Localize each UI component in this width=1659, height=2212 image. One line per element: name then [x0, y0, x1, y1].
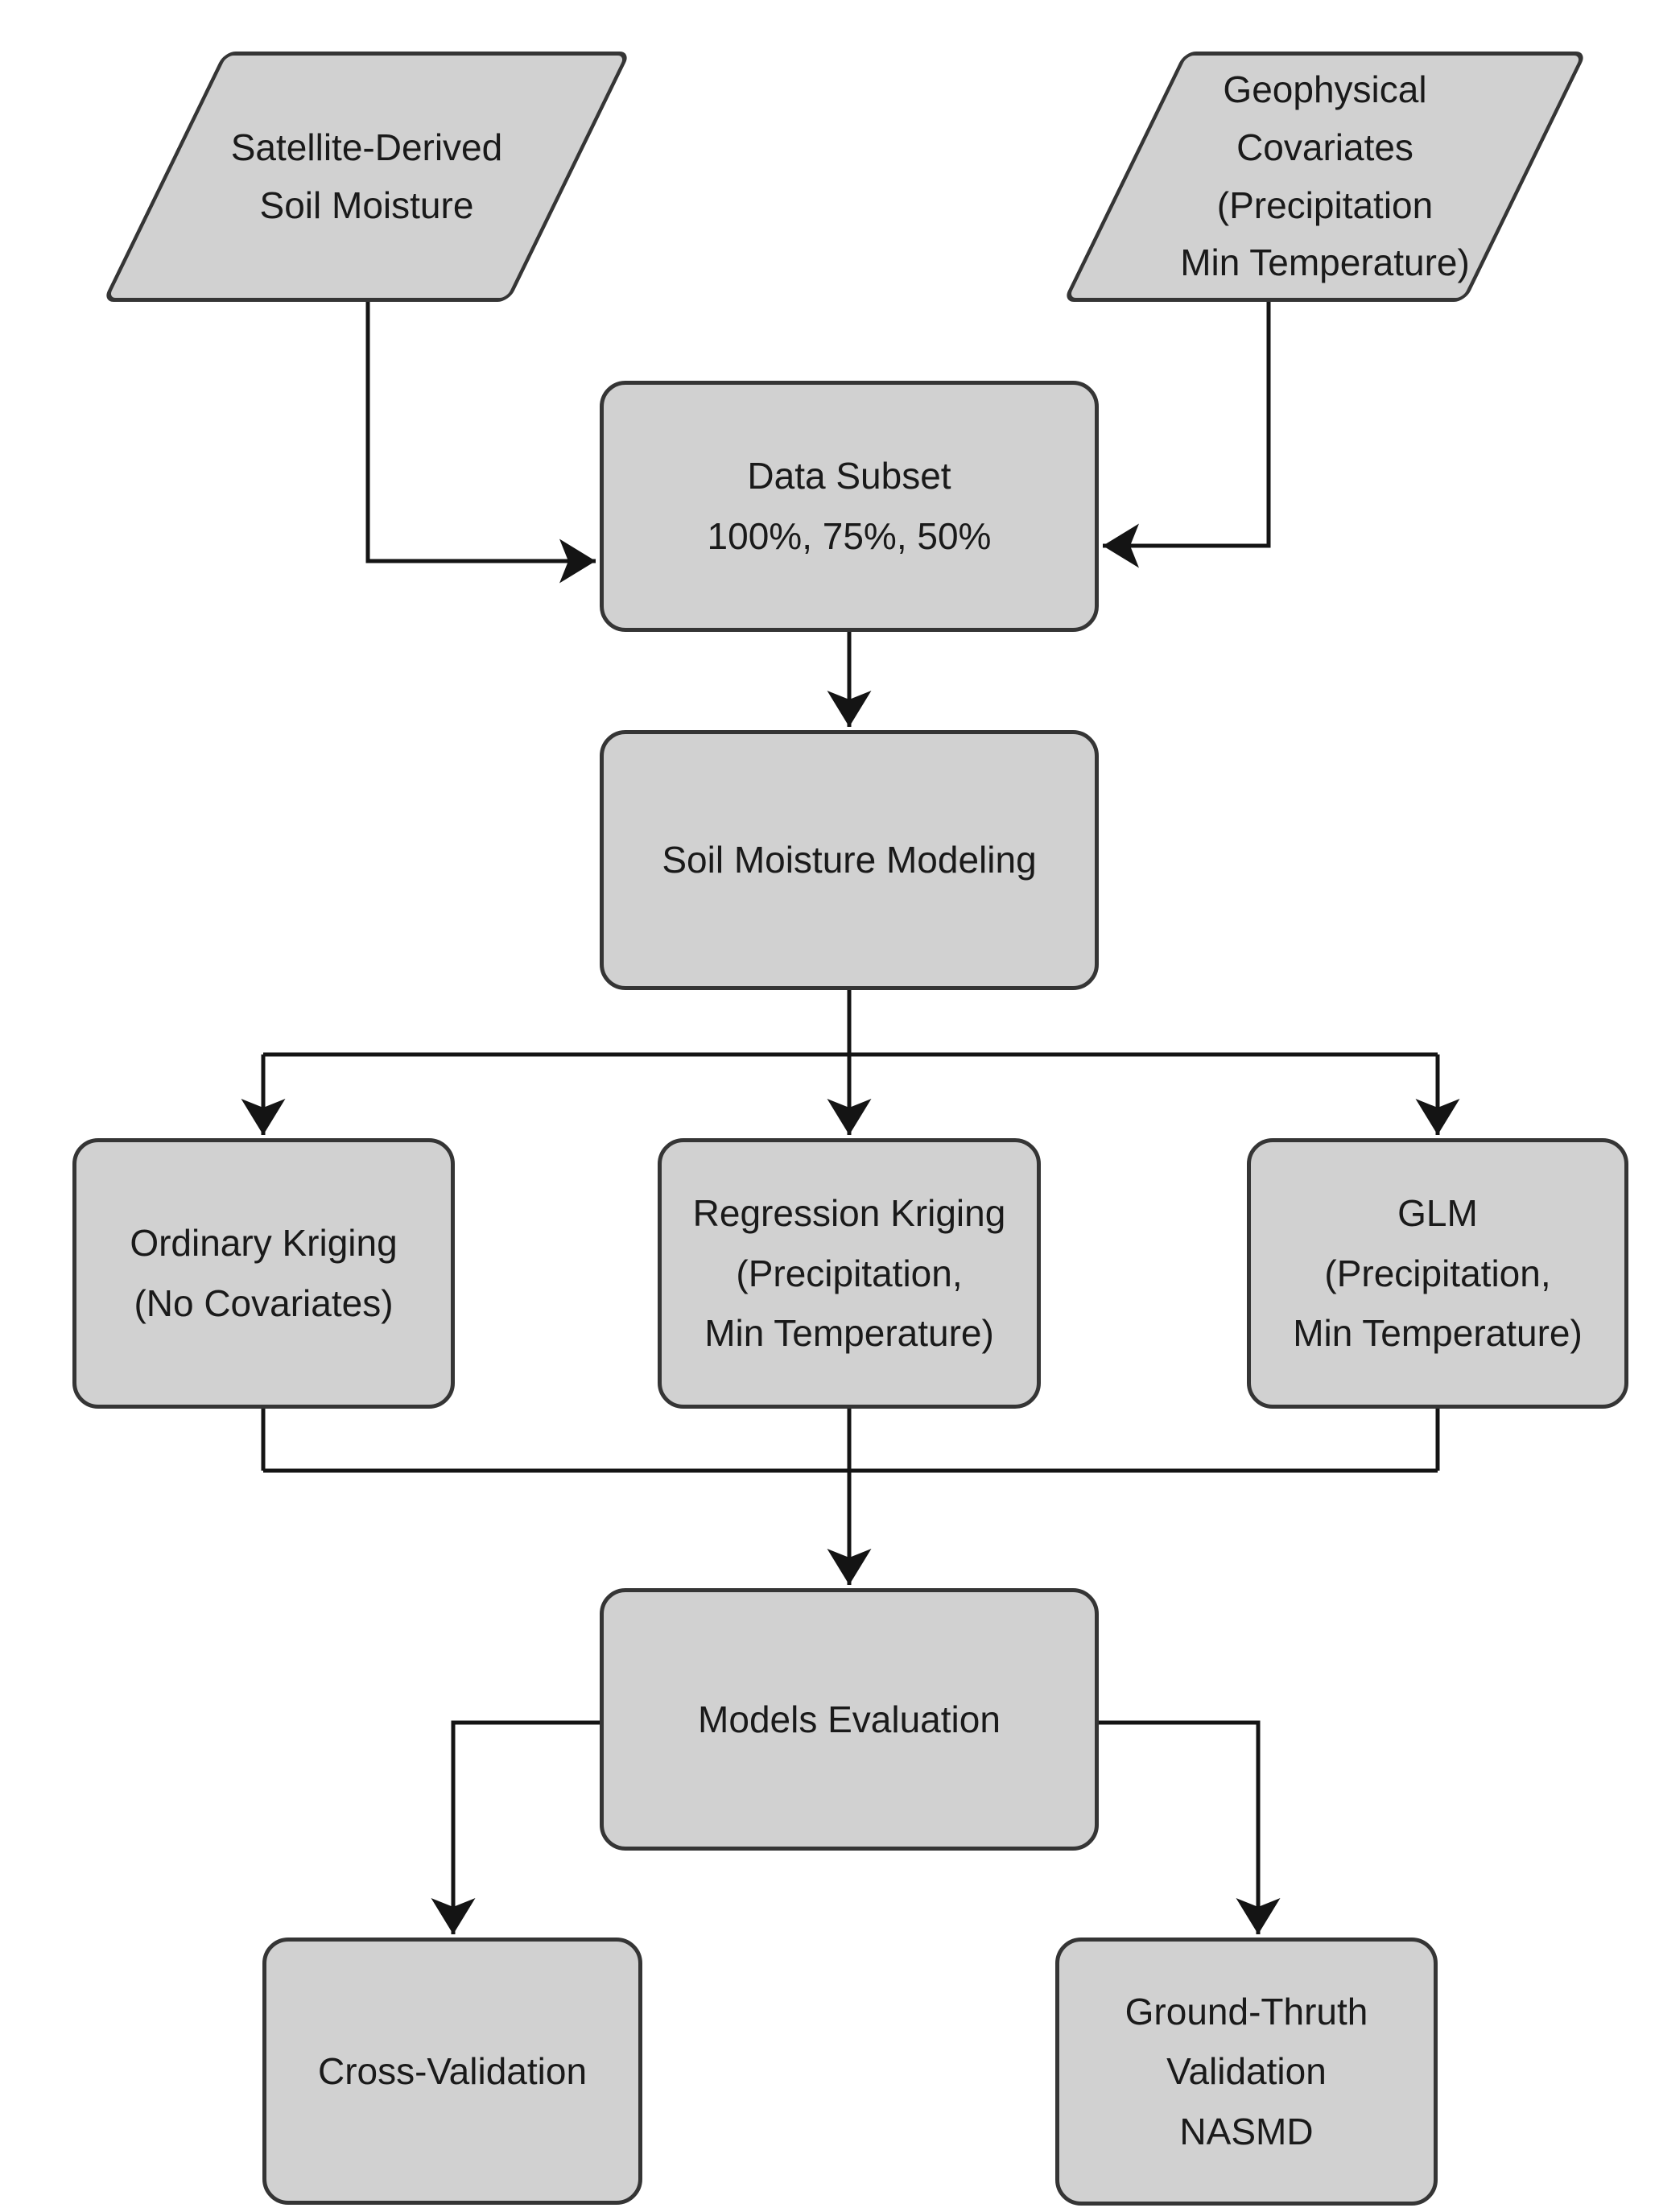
connector-geophysical-to-data-subset — [1103, 300, 1271, 568]
connector-satellite-to-data-subset — [365, 302, 596, 584]
data-subset-node: Data Subset 100%, 75%, 50% — [600, 381, 1099, 632]
cross-validation-node: Cross-Validation — [262, 1938, 642, 2205]
soil-moisture-modeling-node: Soil Moisture Modeling — [600, 730, 1099, 990]
regression-kriging-node: Regression Kriging (Precipitation, Min T… — [658, 1138, 1041, 1409]
ground-truth-validation-node: Ground-Thruth Validation NASMD — [1055, 1938, 1438, 2206]
connector-evaluation-to-cross-validation — [431, 1720, 600, 1934]
satellite-input-label: Satellite-Derived Soil Moisture — [230, 126, 503, 226]
glm-node: GLM (Precipitation, Min Temperature) — [1247, 1138, 1628, 1409]
geophysical-input-label: Geophysical Covariates (Precipitation Mi… — [1180, 68, 1470, 284]
models-evaluation-node: Models Evaluation — [600, 1588, 1099, 1851]
ordinary-kriging-node: Ordinary Kriging (No Covariates) — [72, 1138, 455, 1409]
connector-evaluation-to-ground-truth — [1099, 1720, 1281, 1934]
